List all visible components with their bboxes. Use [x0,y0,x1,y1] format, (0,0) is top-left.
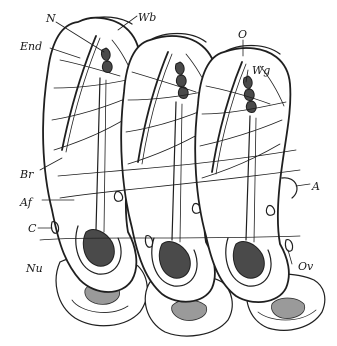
label-A: A [311,180,320,193]
label-Wb: Wb [138,11,156,24]
label-Nu: Nu [25,262,43,275]
label-Wg: Wg [252,64,270,77]
label-C: C [28,222,37,235]
label-O: O [238,28,247,41]
label-Ov: Ov [298,260,314,273]
label-N: N [45,12,56,25]
label-End: End [19,40,42,53]
label-Br: Br [19,168,34,181]
label-Af: Af [19,196,34,209]
